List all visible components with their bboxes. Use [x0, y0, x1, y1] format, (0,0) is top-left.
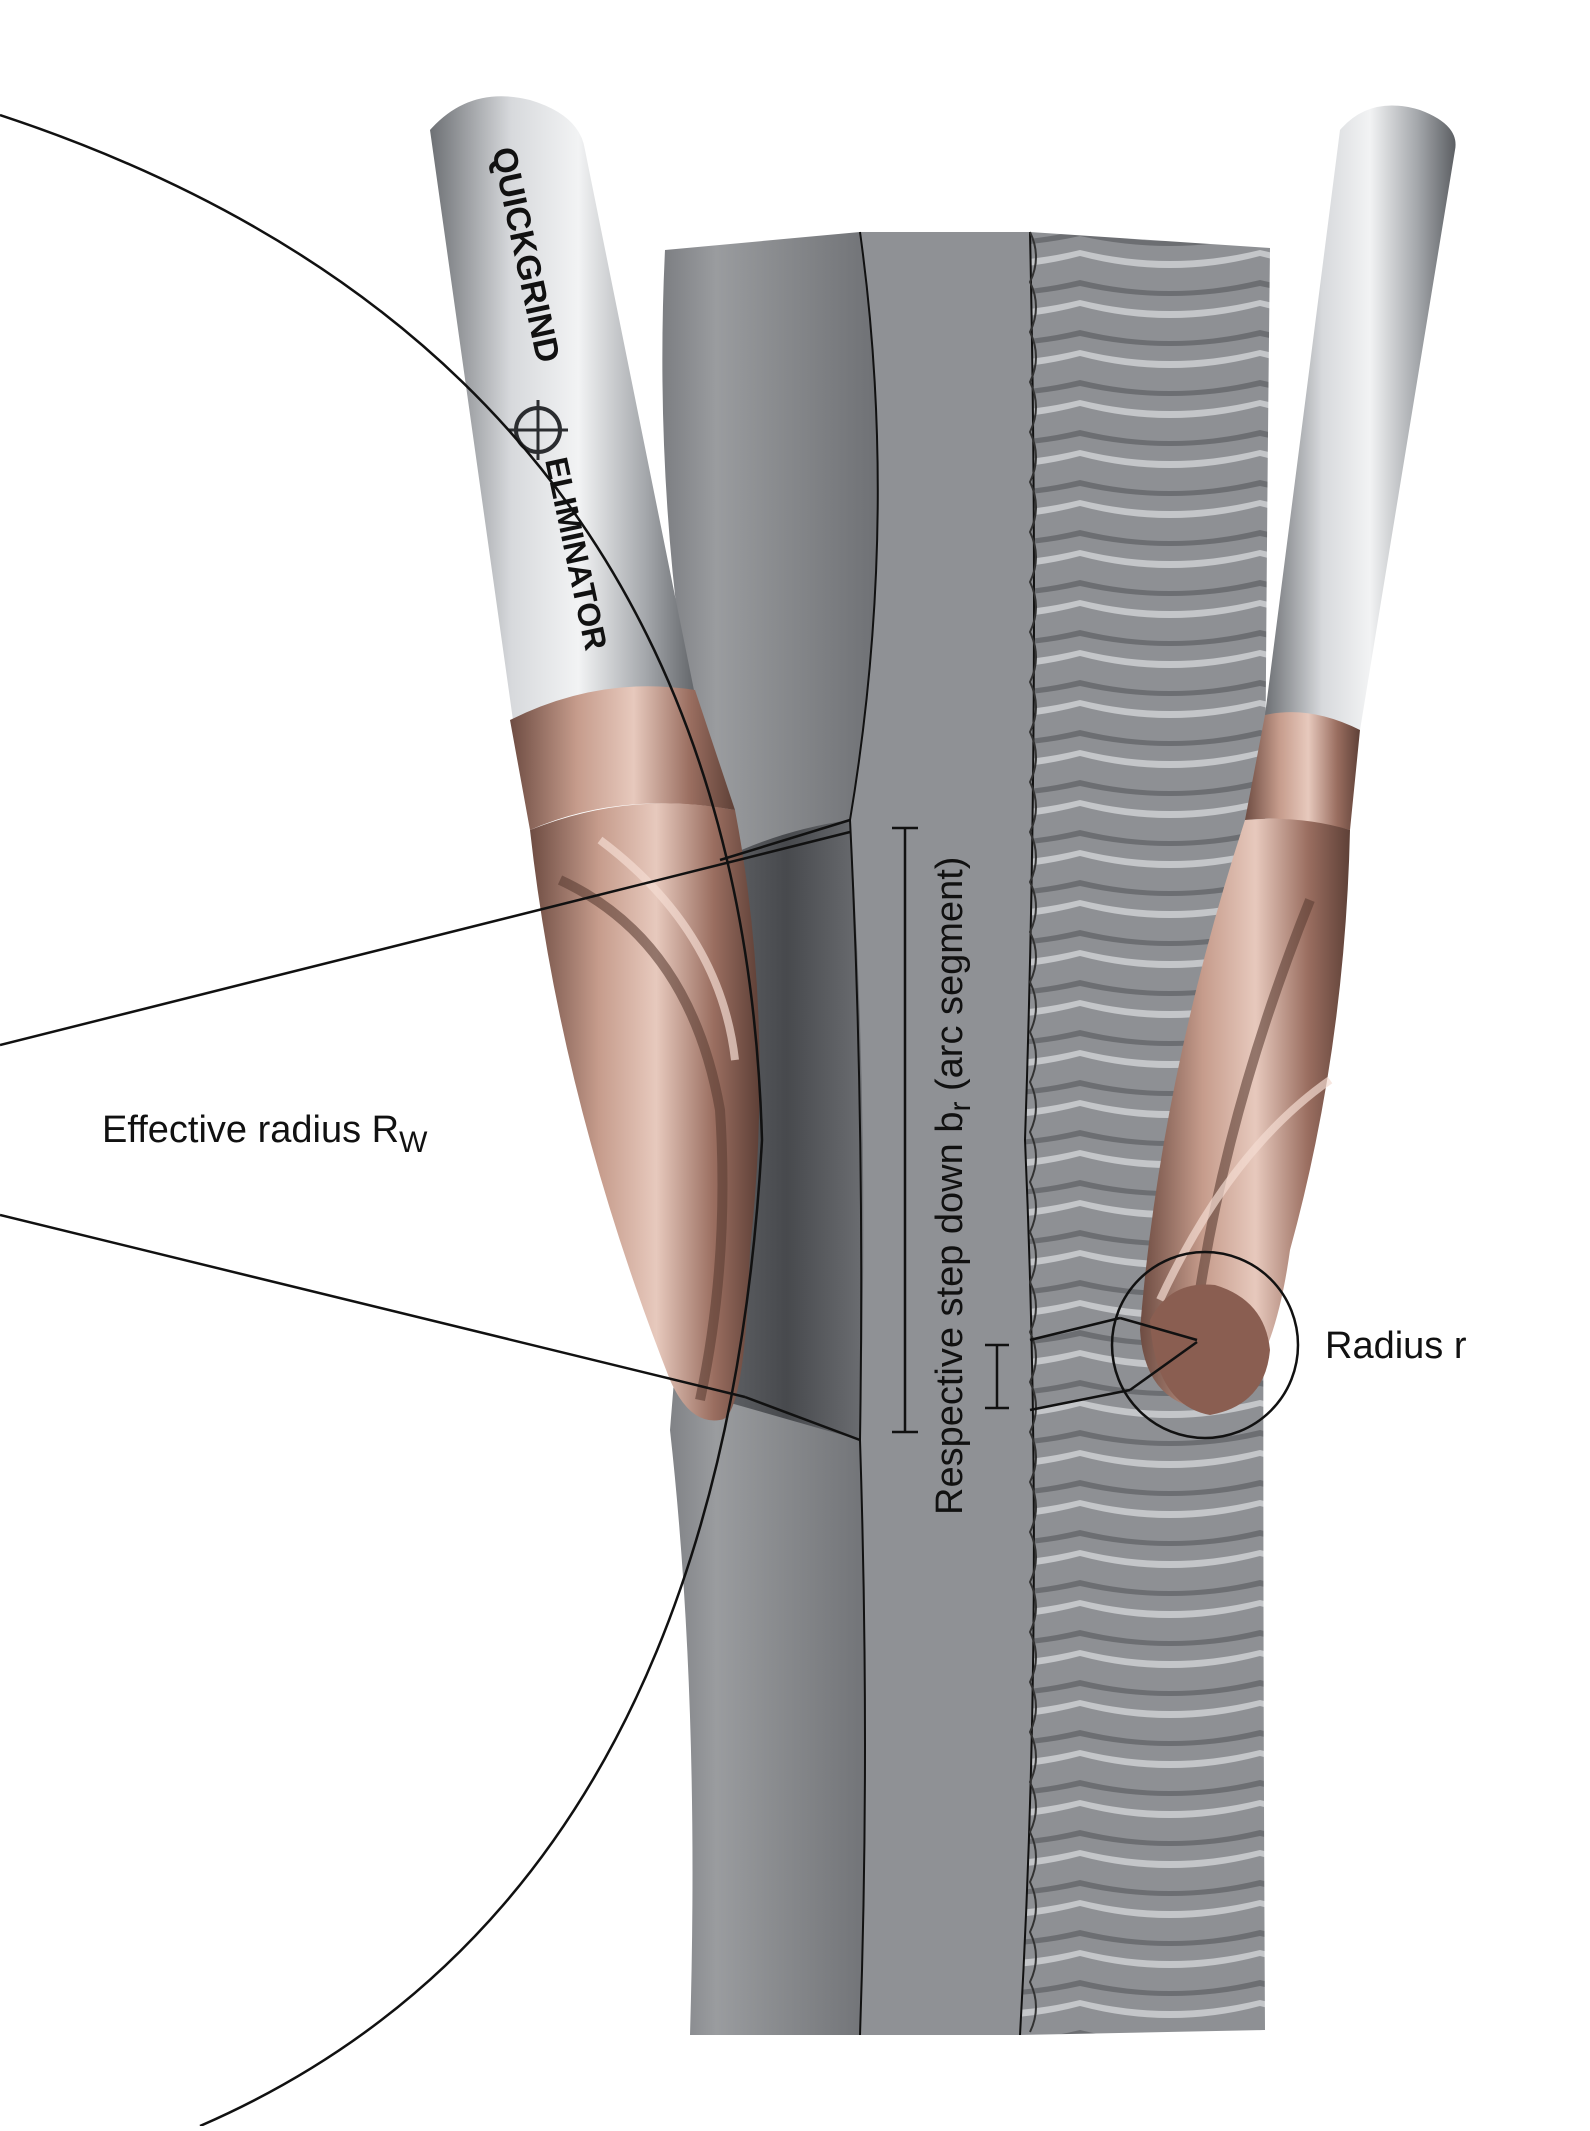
right-tool — [1140, 105, 1456, 1415]
left-tool-logo-icon — [508, 400, 568, 460]
left-tool-flute-groove-1 — [557, 875, 728, 1402]
radius-circle — [1110, 1250, 1300, 1440]
left-tool-flutes — [530, 803, 760, 1421]
workpiece-center-face — [850, 232, 1034, 2035]
left-tool: QUICKGRIND ELIMINATOR — [430, 96, 760, 1421]
arc-segment-top-line — [719, 818, 851, 862]
scallop-leader-upper — [1029, 1316, 1121, 1342]
workpiece-scallop-edge — [1028, 231, 1037, 2033]
right-tool-coated-band — [1245, 712, 1360, 830]
right-tool-flute-groove-2 — [1156, 1076, 1333, 1302]
workpiece — [662, 231, 1270, 2036]
radius-label: Radius r — [1325, 1325, 1467, 1367]
radius-line-lower — [1129, 1340, 1198, 1392]
right-tool-flutes — [1140, 818, 1350, 1410]
left-tool-flute-groove-2 — [597, 836, 739, 1061]
annotation-lines — [0, 113, 1300, 2128]
radius-line-upper — [1119, 1316, 1198, 1342]
workpiece-edge-left — [848, 231, 879, 2036]
left-tool-shank — [430, 96, 700, 770]
scallop-leader-lower — [1029, 1388, 1131, 1412]
effective-radius-arc — [0, 113, 764, 2128]
left-tool-coated-band — [510, 686, 735, 830]
effective-radius-label: Effective radius RW — [102, 1109, 428, 1159]
right-tool-ball-end — [1150, 1284, 1270, 1415]
right-tool-flute-groove-1 — [1195, 898, 1315, 1291]
workpiece-edge-right — [1019, 231, 1035, 2036]
effective-radius-line-upper — [0, 830, 851, 1047]
arc-segment-bottom-line — [744, 1395, 861, 1442]
effective-radius-line-lower — [0, 1213, 746, 1399]
step-down-label: Respective step down br (arc segment) — [929, 857, 977, 1515]
right-tool-shank — [1265, 105, 1456, 730]
workpiece-ribbed-face — [1020, 232, 1270, 2035]
